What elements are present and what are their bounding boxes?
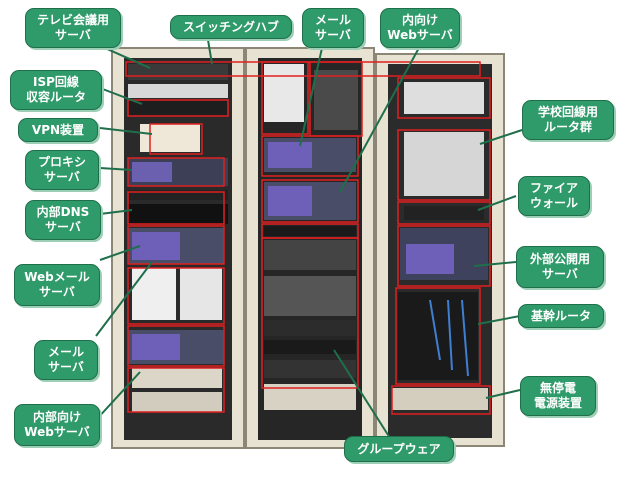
highlight-boxes — [125, 61, 491, 415]
label-internal-web-server-bottom: 内部向け Webサーバ — [14, 404, 100, 446]
label-core-router: 基幹ルータ — [518, 304, 604, 328]
label-vpn-device: VPN装置 — [18, 118, 98, 142]
label-school-routers: 学校回線用 ルータ群 — [522, 100, 614, 140]
label-external-public-server: 外部公開用 サーバ — [516, 246, 604, 288]
right-rack-equipment — [392, 82, 488, 410]
label-firewall: ファイア ウォール — [518, 176, 590, 216]
label-tv-conference-server: テレビ会議用 サーバ — [25, 8, 121, 48]
label-internal-dns-server: 内部DNS サーバ — [25, 200, 101, 240]
label-groupware: グループウェア — [344, 436, 454, 462]
leader-lines — [95, 39, 523, 439]
label-mail-server-bottom: メール サーバ — [34, 340, 98, 380]
label-mail-server-top: メール サーバ — [302, 8, 364, 48]
label-internal-web-server-top: 内向け Webサーバ — [380, 8, 460, 48]
left-rack-equipment — [128, 64, 228, 412]
label-switching-hub: スイッチングハブ — [170, 15, 292, 39]
label-ups: 無停電 電源装置 — [520, 376, 596, 416]
label-webmail-server: Webメール サーバ — [14, 264, 100, 306]
label-proxy-server: プロキシ サーバ — [25, 150, 99, 190]
label-isp-router: ISP回線 収容ルータ — [10, 70, 102, 110]
